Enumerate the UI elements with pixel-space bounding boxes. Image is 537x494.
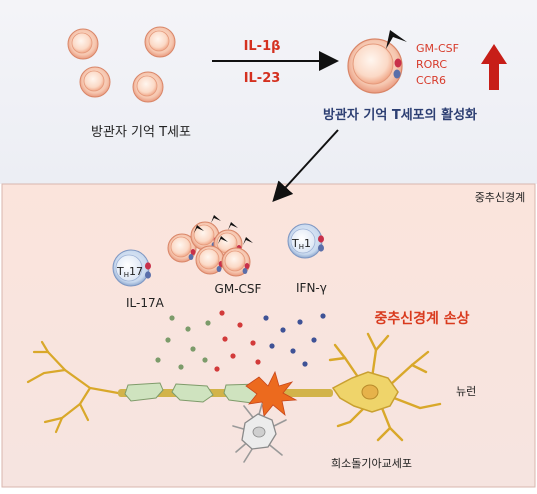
surface-marker-blue xyxy=(393,69,401,79)
il17a-label: IL-17A xyxy=(126,296,165,310)
gmcsf-label: GM-CSF xyxy=(215,282,262,296)
th17-t: T xyxy=(116,265,124,278)
t-cell xyxy=(67,28,99,60)
resting-cell-label: 방관자 기억 T세포 xyxy=(91,125,191,140)
cytokine-il1b: IL-1β xyxy=(244,39,281,54)
cns-damage-title: 중추신경계 손상 xyxy=(374,310,469,327)
activation-chevron-icon xyxy=(386,30,407,49)
t-cell xyxy=(79,66,111,98)
marker-gmcsf: GM-CSF xyxy=(416,42,459,55)
surface-marker-red xyxy=(394,58,402,68)
oligodendrocyte-label: 희소돌기아교세포 xyxy=(331,457,412,470)
th1-cell: TH1 xyxy=(287,223,324,259)
th17-cell: TH17 xyxy=(112,249,151,287)
th1-t: T xyxy=(291,237,299,250)
damage-burst-icon xyxy=(245,370,298,417)
cytokine-il23: IL-23 xyxy=(244,71,281,86)
svg-text:TH1: TH1 xyxy=(291,237,311,251)
ifng-label: IFN-γ xyxy=(296,281,327,295)
marker-ccr6: CCR6 xyxy=(416,74,446,87)
t-cell xyxy=(132,71,164,103)
th17-sub: H xyxy=(124,271,129,279)
top-panel xyxy=(0,0,537,184)
th1-sub: H xyxy=(299,243,304,251)
activation-title: 방관자 기억 T세포의 활성화 xyxy=(323,107,477,123)
neuron-nucleus xyxy=(361,384,379,400)
right-neuron xyxy=(328,332,442,442)
th1-num: 1 xyxy=(304,237,311,250)
marker-rorc: RORC xyxy=(416,58,447,71)
upregulation-arrow-icon xyxy=(481,44,507,90)
oligodendrocyte xyxy=(232,403,287,463)
migration-arrow xyxy=(272,129,339,202)
left-neuron-dendrites xyxy=(26,340,120,434)
neuron-label: 뉴런 xyxy=(456,385,476,398)
cns-region-label: 중추신경계 xyxy=(475,191,526,204)
activated-t-cell xyxy=(347,30,407,94)
th17-num: 17 xyxy=(129,265,143,278)
t-cell xyxy=(144,26,176,58)
svg-text:TH17: TH17 xyxy=(116,265,143,279)
cytokine-dots xyxy=(155,310,326,372)
